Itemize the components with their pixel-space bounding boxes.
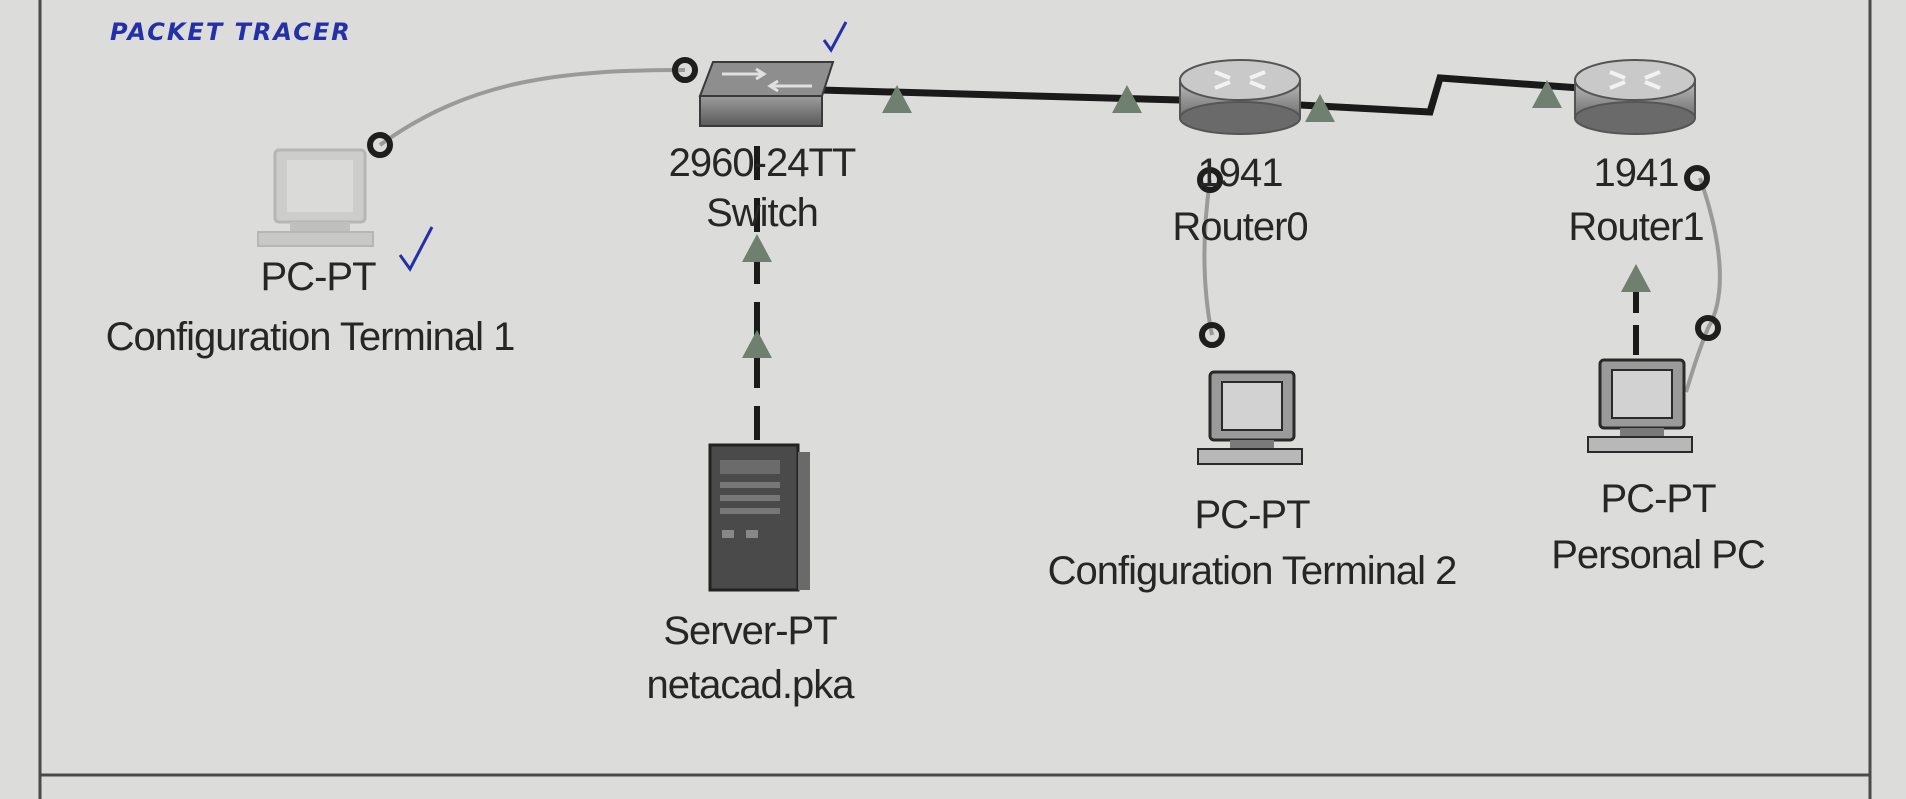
checkmark-pc1: [398, 226, 434, 272]
pc2-model-label: PC-PT: [1195, 493, 1311, 537]
port-marker-pc3-console: [1695, 315, 1721, 341]
link-status-triangle: [742, 234, 772, 262]
switch-model-label: 2960-24TT: [669, 141, 856, 185]
router1-icon[interactable]: [1574, 59, 1696, 135]
pc2-name-label: Configuration Terminal 2: [1048, 549, 1457, 593]
router0-name-label: Router0: [1172, 205, 1307, 249]
router0-model-label: 1941: [1198, 151, 1283, 195]
router1-name-label: Router1: [1568, 205, 1703, 249]
server-icon[interactable]: [708, 443, 810, 592]
port-marker-router1-console: [1684, 165, 1710, 191]
handwritten-title: PACKET TRACER: [110, 18, 352, 46]
router0-icon[interactable]: [1179, 59, 1301, 135]
switch-name-label: Switch: [706, 191, 818, 235]
port-marker-router0-console: [1197, 167, 1223, 193]
pc2-icon[interactable]: [1197, 370, 1303, 465]
port-marker-pc1: [367, 132, 393, 158]
pc1-icon[interactable]: [257, 148, 374, 247]
link-status-triangle: [882, 85, 912, 113]
link-status-triangle: [1112, 85, 1142, 113]
link-serial-router0-router1[interactable]: [1299, 74, 1581, 116]
port-marker-pc2: [1199, 322, 1225, 348]
link-status-triangle: [1532, 80, 1562, 108]
checkmark-switch: [822, 21, 848, 53]
pc3-icon[interactable]: [1587, 358, 1693, 453]
switch-icon[interactable]: [698, 61, 835, 127]
link-status-triangle: [1305, 94, 1335, 122]
link-status-triangle: [1621, 264, 1651, 292]
pc3-name-label: Personal PC: [1551, 533, 1765, 577]
link-console-pc1-switch[interactable]: [378, 68, 686, 147]
pc3-model-label: PC-PT: [1601, 477, 1717, 521]
port-marker-switch-console: [672, 57, 698, 83]
server-model-label: Server-PT: [663, 609, 837, 653]
server-name-label: netacad.pka: [647, 663, 856, 707]
router1-model-label: 1941: [1594, 151, 1679, 195]
pc1-name-label: Configuration Terminal 1: [106, 315, 515, 359]
pc1-model-label: PC-PT: [261, 255, 377, 299]
link-status-triangle: [742, 330, 772, 358]
